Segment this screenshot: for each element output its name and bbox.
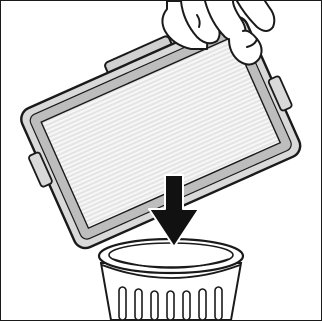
dust-bin-icon xyxy=(99,239,243,320)
